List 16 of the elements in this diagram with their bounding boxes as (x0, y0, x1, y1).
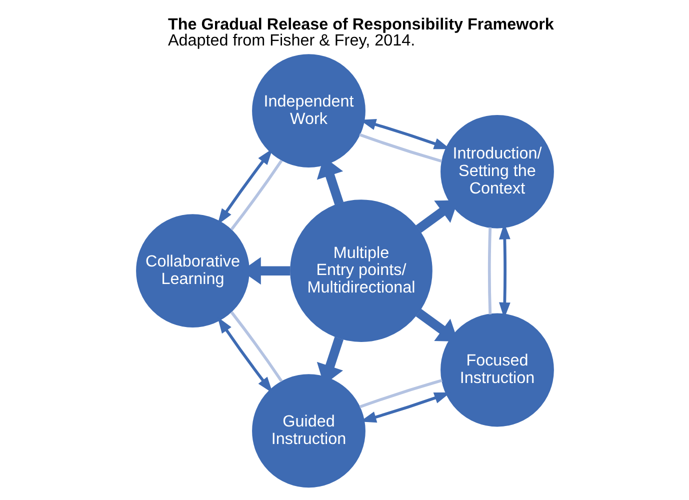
node-circle: Guided Instruction (252, 374, 365, 488)
node-circle: Focused Instruction (440, 313, 554, 427)
connector (230, 160, 282, 230)
diagram-title: The Gradual Release of Responsibility Framework (167, 15, 554, 34)
connector (358, 378, 442, 408)
node-circle: Multiple Entry points/ Multidirectional (290, 200, 432, 342)
arrow (415, 308, 458, 342)
arrow (415, 200, 458, 233)
arrow (216, 148, 272, 225)
arrow (217, 316, 272, 394)
caption: Adapted from Fisher & Frey, 2014. (167, 32, 415, 50)
connector (358, 133, 442, 163)
node-circle: Introduction/ Setting the Context (440, 114, 554, 228)
connector (487, 227, 492, 314)
connector (230, 311, 282, 382)
node-circle: Collaborative Learning (136, 214, 249, 328)
